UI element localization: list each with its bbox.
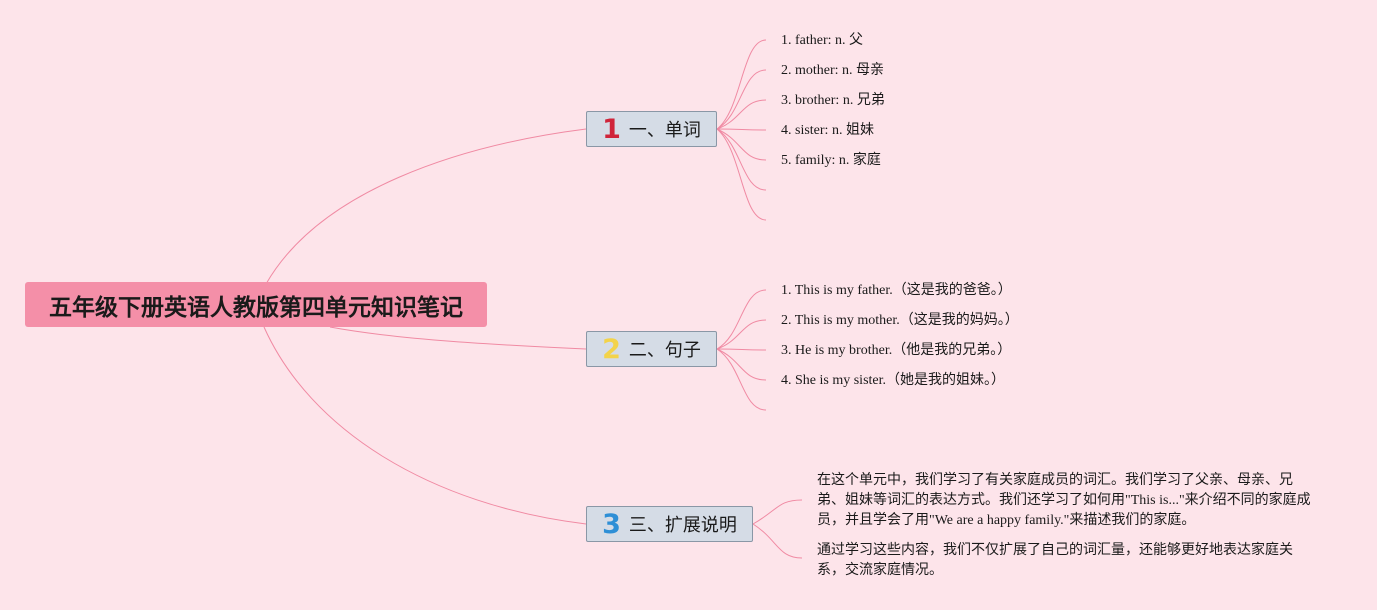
- connector-b2-leaf-5: [716, 348, 767, 411]
- leaf-conclusion-paragraph[interactable]: 通过学习这些内容，我们不仅扩展了自己的词汇量，还能够更好地表达家庭关系，交流家庭…: [817, 543, 1293, 578]
- leaf-word-sister[interactable]: 4. sister: n. 姐妹: [781, 123, 874, 138]
- leaf-summary-paragraph[interactable]: 在这个单元中，我们学习了有关家庭成员的词汇。我们学习了父亲、母亲、兄弟、姐妹等词…: [817, 473, 1311, 528]
- connector-b2-leaf-1: [716, 289, 767, 350]
- connector-b1-leaf-3: [716, 99, 767, 130]
- branch-sentences[interactable]: 2 二、句子: [586, 331, 717, 367]
- connector-b1-leaf-6: [716, 128, 767, 191]
- leaf-sentence-4[interactable]: 4. She is my sister.（她是我的姐妹。）: [781, 373, 1006, 388]
- root-topic[interactable]: 五年级下册英语人教版第四单元知识笔记: [25, 282, 487, 327]
- connector-b2-leaf-2: [716, 319, 767, 350]
- leaf-word-brother[interactable]: 3. brother: n. 兄弟: [781, 93, 885, 108]
- leaf-sentence-2[interactable]: 2. This is my mother.（这是我的妈妈。）: [781, 313, 1019, 328]
- branch-label: 三、扩展说明: [628, 515, 737, 536]
- connector-root-branch-1: [265, 128, 587, 285]
- connector-b3-leaf-1: [752, 499, 803, 525]
- number-2-icon: 2: [602, 333, 621, 365]
- connector-root-branch-3: [263, 326, 587, 525]
- connector-root-branch-2: [329, 326, 587, 350]
- leaf-word-mother[interactable]: 2. mother: n. 母亲: [781, 63, 885, 78]
- connector-b1-leaf-1: [716, 39, 767, 130]
- connector-b2-leaf-3: [716, 348, 767, 351]
- connector-b3-leaf-2: [752, 523, 803, 559]
- branch-label: 一、单词: [628, 120, 701, 141]
- branch-vocabulary[interactable]: 1 一、单词: [586, 111, 717, 147]
- leaf-word-father[interactable]: 1. father: n. 父: [781, 33, 864, 48]
- leaf-sentence-3[interactable]: 3. He is my brother.（他是我的兄弟。）: [781, 343, 1012, 358]
- connector-b1-leaf-5: [716, 128, 767, 161]
- branch-label: 二、句子: [628, 340, 701, 361]
- leaf-word-family[interactable]: 5. family: n. 家庭: [781, 153, 881, 168]
- connector-b1-leaf-2: [716, 69, 767, 130]
- branch-extension[interactable]: 3 三、扩展说明: [586, 506, 753, 542]
- root-title: 五年级下册英语人教版第四单元知识笔记: [49, 294, 463, 321]
- number-1-icon: 1: [602, 113, 621, 145]
- number-3-icon: 3: [602, 508, 621, 540]
- connector-b2-leaf-4: [716, 348, 767, 381]
- connector-b1-leaf-4: [716, 128, 767, 131]
- connector-b1-leaf-7: [716, 128, 767, 221]
- leaf-sentence-1[interactable]: 1. This is my father.（这是我的爸爸。）: [781, 283, 1012, 298]
